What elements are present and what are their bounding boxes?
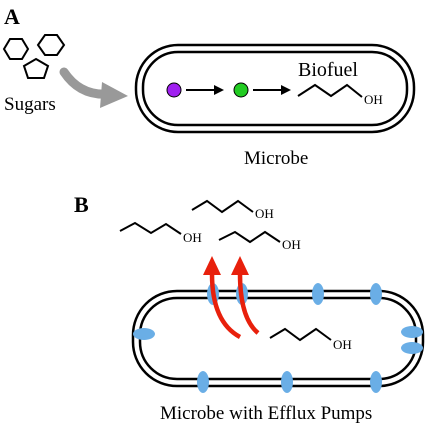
- intermediate-dot: [233, 82, 249, 98]
- sugar-hexagon-icon: [2, 38, 30, 60]
- biofuel-label: Biofuel: [298, 59, 358, 81]
- microbe-outer-wall: [134, 43, 416, 134]
- butanol-oh: OH: [333, 337, 352, 352]
- efflux-pump: [401, 326, 423, 338]
- efflux-pump: [312, 283, 324, 305]
- sugars-label: Sugars: [4, 94, 56, 115]
- efflux-pump: [197, 371, 209, 393]
- efflux-pump: [370, 371, 382, 393]
- efflux-pump: [370, 283, 382, 305]
- efflux-pump: [401, 342, 423, 354]
- sugar-uptake-arrowhead: [100, 82, 128, 108]
- efflux-arrow: [237, 273, 260, 335]
- microbe-inner-wall: [138, 296, 418, 381]
- sugar-hexagon-icon: [36, 34, 66, 56]
- efflux-pumps: [133, 283, 423, 393]
- panel-b-label: B: [74, 192, 89, 217]
- butanol-oh: OH: [282, 237, 301, 252]
- butanol-oh: OH: [183, 230, 202, 245]
- microbe-outer-wall: [131, 289, 425, 388]
- efflux-arrow: [209, 273, 242, 339]
- butanol-molecule: [269, 327, 332, 342]
- butanol-molecule: [191, 199, 254, 214]
- microbe-efflux-label: Microbe with Efflux Pumps: [160, 403, 372, 424]
- efflux-pump: [281, 371, 293, 393]
- biofuel-molecule: [297, 83, 363, 98]
- butanol-molecule: [218, 230, 281, 244]
- butanol-molecule: [119, 221, 182, 235]
- panel-a-label: A: [4, 4, 20, 29]
- efflux-arrowhead: [231, 256, 249, 275]
- microbe-label: Microbe: [244, 148, 308, 169]
- microbe-inner-wall: [141, 50, 409, 127]
- efflux-arrowhead: [203, 256, 221, 275]
- biofuel-oh: OH: [364, 92, 383, 107]
- substrate-dot: [166, 82, 182, 98]
- efflux-pump: [133, 328, 155, 340]
- butanol-oh: OH: [255, 206, 274, 221]
- sugar-pentagon-icon: [22, 57, 50, 79]
